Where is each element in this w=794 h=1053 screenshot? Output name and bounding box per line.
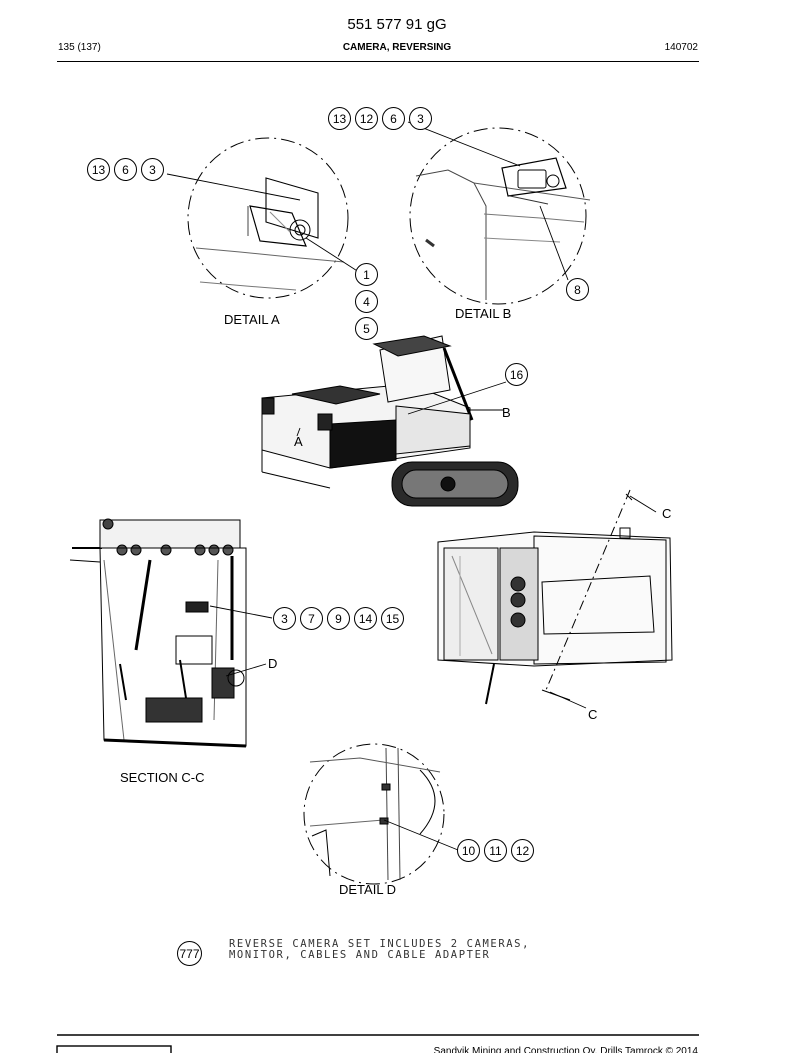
page-number: 135 (137) (58, 42, 101, 53)
machine-drawing (261, 335, 519, 507)
leader-lines (166, 121, 657, 851)
section-cc-drawing (69, 518, 247, 748)
reference-a: A (294, 434, 303, 449)
callout-bubble: 6 (382, 107, 405, 130)
reference-d: D (268, 656, 278, 671)
callout-bubble: 11 (484, 839, 507, 862)
callout-bubble: 8 (566, 278, 589, 301)
footer-copyright: Sandvik Mining and Construction Oy, Dril… (433, 1046, 698, 1053)
top-view-drawing (437, 489, 673, 705)
detail-d-label: DETAIL D (339, 882, 397, 897)
document-number: 551 577 91 gG (347, 16, 447, 33)
callout-bubble: 14 (354, 607, 377, 630)
section-title: CAMERA, REVERSING (342, 42, 452, 53)
detail-a-drawing (187, 137, 349, 299)
detail-b-label: DETAIL B (455, 306, 512, 321)
reference-b: B (502, 405, 511, 420)
callout-bubble: 15 (381, 607, 404, 630)
callout-bubble: 9 (327, 607, 350, 630)
header-rule (57, 61, 699, 62)
callout-bubble: 13 (328, 107, 351, 130)
callout-bubble: 12 (511, 839, 534, 862)
note-line-1: REVERSE CAMERA SET INCLUDES 2 CAMERAS, (229, 938, 531, 950)
note-reference-bubble: 777 (177, 941, 202, 966)
callout-bubble: 4 (355, 290, 378, 313)
callout-bubble: 3 (141, 158, 164, 181)
detail-b-drawing (409, 127, 591, 305)
company-logo (56, 1045, 172, 1053)
callout-bubble: 10 (457, 839, 480, 862)
callout-bubble: 7 (300, 607, 323, 630)
note-line-2: MONITOR, CABLES AND CABLE ADAPTER (229, 949, 491, 961)
callout-bubble: 1 (355, 263, 378, 286)
callout-bubble: 13 (87, 158, 110, 181)
callout-bubble: 16 (505, 363, 528, 386)
reference-c-bottom: C (588, 707, 598, 722)
callout-bubble: 5 (355, 317, 378, 340)
callout-bubble: 12 (355, 107, 378, 130)
document-code: 140702 (664, 42, 698, 53)
reference-c-top: C (662, 506, 672, 521)
callout-bubble: 6 (114, 158, 137, 181)
callout-bubble: 3 (273, 607, 296, 630)
detail-a-label: DETAIL A (224, 312, 280, 327)
detail-d-drawing (303, 743, 445, 885)
section-cc-label: SECTION C-C (120, 770, 205, 785)
callout-bubble: 3 (409, 107, 432, 130)
